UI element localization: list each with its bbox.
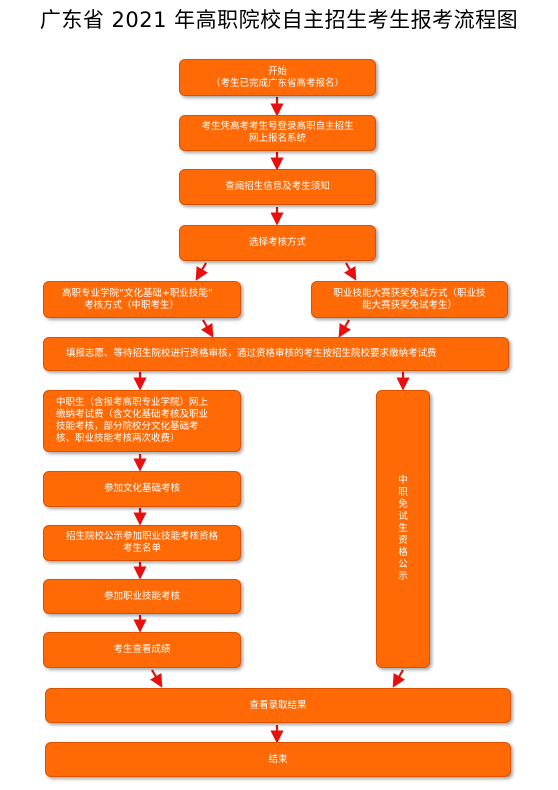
- login-text-line1: 考生凭高考考生号登录高职自主招生: [201, 121, 354, 132]
- announce-text-line2: 考生名单: [122, 543, 161, 554]
- announce-box: 招生院校公示参加职业技能考核资格 考生名单: [43, 525, 241, 561]
- login-box: 考生凭高考考生号登录高职自主招生 网上报名系统: [179, 115, 376, 151]
- apply-box: 填报志愿、等待招生院校进行资格审核，通过资格审核的考生按招生院校要求缴纳考试费: [43, 337, 509, 371]
- end-text: 结束: [268, 753, 288, 765]
- check-score-box: 考生查看成绩: [43, 632, 241, 668]
- arrow-choose-to-path-a: [195, 262, 209, 281]
- culture-exam-text: 参加文化基础考核: [103, 483, 180, 494]
- read-info-box: 查阅招生信息及考生须知: [179, 169, 376, 205]
- page-title: 广东省 2021 年高职院校自主招生考生报考流程图: [39, 8, 519, 32]
- start-box: 开始 （考生已完成广东省高考报名）: [179, 59, 376, 96]
- pay-fee-text-line4: 核、职业技能考核两次收费）: [56, 433, 180, 444]
- login-text-line2: 网上报名系统: [248, 133, 306, 144]
- check-admission-box: 查看录取结果: [45, 688, 511, 723]
- path-a-text-line1: 高职专业学院“文化基础+职业技能”: [62, 287, 213, 299]
- arrow-score-to-result: [149, 669, 163, 688]
- read-info-text: 查阅招生信息及考生须知: [225, 181, 330, 192]
- skill-exam-text: 参加职业技能考核: [103, 590, 180, 602]
- path-a-box: 高职专业学院“文化基础+职业技能” 考核方式（中职考生）: [43, 281, 241, 318]
- arrow-choose-to-path-b: [343, 262, 357, 281]
- start-label: 开始: [267, 65, 287, 77]
- exempt-publicity-box: 中职免试生资格公示: [376, 390, 430, 668]
- path-b-box: 职业技能大赛获奖免试方式（职业技 能大赛获奖免试考生）: [311, 281, 508, 318]
- pay-fee-box: 中职生（含报考高职专业学院）网上 缴纳考试费（含文化基础考核及职业 技能考核，部…: [43, 390, 241, 452]
- choose-method-text: 选择考核方式: [248, 237, 306, 248]
- arrow-exempt-to-result: [392, 669, 406, 688]
- check-admission-text: 查看录取结果: [249, 699, 307, 711]
- path-a-text-line2: 考核方式（中职考生）: [84, 299, 180, 311]
- arrow-path-a-to-apply: [200, 319, 214, 338]
- apply-text: 填报志愿、等待招生院校进行资格审核，通过资格审核的考生按招生院校要求缴纳考试费: [66, 348, 437, 359]
- start-note: （考生已完成广东省高考报名）: [210, 77, 344, 89]
- culture-exam-box: 参加文化基础考核: [43, 471, 241, 507]
- pay-fee-text-line2: 缴纳考试费（含文化基础考核及职业: [56, 409, 209, 420]
- pay-fee-text-line1: 中职生（含报考高职专业学院）网上: [56, 397, 209, 408]
- announce-text-line1: 招生院校公示参加职业技能考核资格: [65, 531, 218, 542]
- path-b-text-line1: 职业技能大赛获奖免试方式（职业技: [333, 287, 486, 299]
- check-score-text: 考生查看成绩: [113, 644, 171, 655]
- skill-exam-box: 参加职业技能考核: [43, 579, 241, 614]
- path-b-text-line2: 能大赛获奖免试考生）: [361, 299, 457, 311]
- end-box: 结束: [45, 742, 511, 777]
- choose-method-box: 选择考核方式: [179, 225, 376, 261]
- arrow-path-b-to-apply: [338, 319, 352, 338]
- pay-fee-text-line3: 技能考核，部分院校分文化基础考: [56, 421, 199, 432]
- exempt-publicity-text: 中职免试生资格公示: [398, 475, 408, 582]
